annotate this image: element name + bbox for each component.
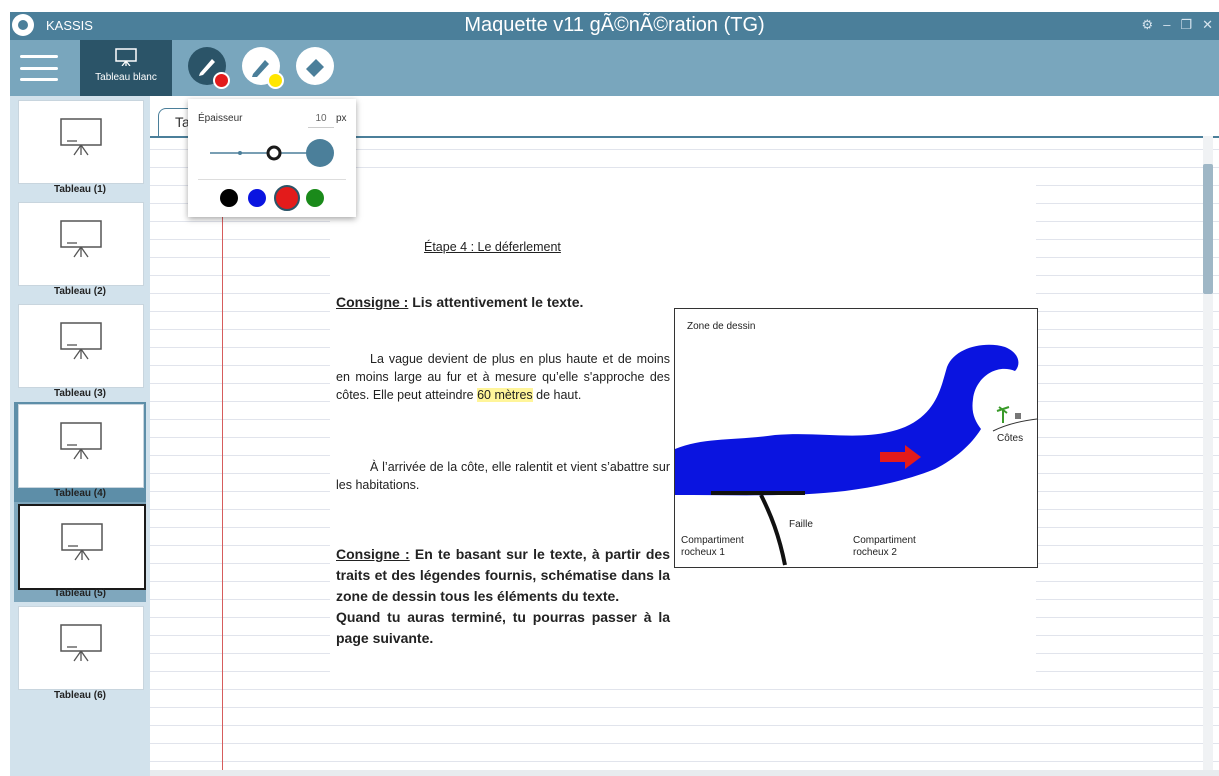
title-bar: KASSIS Maquette v11 gÃ©nÃ©ration (TG) ⚙ … [10, 12, 1219, 40]
consigne-label: Consigne : [336, 294, 409, 310]
board-thumbnail [18, 202, 144, 286]
arrow-drawing [880, 445, 921, 469]
color-swatch-blue[interactable] [248, 189, 266, 207]
compartment-2-label: Compartiment rocheux 2 [853, 535, 916, 559]
coast-line [992, 418, 1037, 432]
board-thumbnail [18, 404, 144, 488]
pen-icon [199, 59, 215, 76]
whiteboard-icon [60, 422, 102, 460]
thickness-unit: px [336, 113, 347, 124]
app-logo-icon [12, 14, 34, 36]
consigne-label: Consigne : [336, 546, 410, 562]
whiteboard-icon [60, 118, 102, 156]
sidebar-item-label: Tableau (1) [53, 184, 107, 195]
thickness-label: Épaisseur [198, 113, 243, 124]
minimize-icon[interactable]: – [1163, 17, 1171, 32]
consigne-text: Lis attentivement le texte. [408, 294, 584, 310]
compartment-2-line1: Compartiment [853, 535, 916, 546]
settings-icon[interactable]: ⚙ [1141, 17, 1154, 32]
drawing-zone-title: Zone de dessin [687, 321, 756, 332]
sidebar-item-label: Tableau (6) [53, 690, 107, 701]
pen-tool-button[interactable] [188, 47, 230, 89]
eraser-icon [306, 59, 324, 77]
board-thumbnail [18, 504, 146, 590]
vertical-scrollbar[interactable] [1203, 136, 1213, 776]
whiteboard-mode-button[interactable]: Tableau blanc [80, 40, 172, 96]
highlighter-color-dot [267, 72, 284, 89]
sidebar-item-label: Tableau (3) [53, 388, 107, 399]
pen-color-dot [213, 72, 230, 89]
color-swatch-green[interactable] [306, 189, 324, 207]
drawing-sketch [675, 344, 1037, 566]
sidebar-item-label: Tableau (4) [53, 488, 107, 499]
fault-label: Faille [789, 519, 813, 530]
whiteboard-icon [60, 624, 102, 662]
house-icon [1015, 413, 1021, 419]
app-name: KASSIS [46, 18, 93, 33]
compartment-2-line2: rocheux 2 [853, 547, 897, 558]
wave-drawing [675, 344, 1019, 496]
highlighted-text: 60 mètres [477, 388, 533, 402]
sidebar-item-tableau-6[interactable]: Tableau (6) [14, 604, 146, 704]
color-swatch-black[interactable] [220, 189, 238, 207]
worksheet-page: Étape 4 : Le déferlement Consigne : Lis … [330, 182, 1038, 688]
scrollbar-thumb[interactable] [1203, 164, 1213, 294]
thickness-input[interactable]: 10 [308, 111, 334, 128]
whiteboard-mode-label: Tableau blanc [95, 72, 157, 83]
window-controls: ⚙ – ❐ ✕ [1142, 17, 1213, 33]
step-title: Étape 4 : Le déferlement [424, 240, 561, 254]
paragraph-1: La vague devient de plus en plus haute e… [336, 350, 670, 404]
consigne-2: Consigne : En te basant sur le texte, à … [336, 544, 670, 649]
paragraph-1-end: de haut. [532, 388, 582, 402]
horizontal-scrollbar[interactable] [150, 770, 1219, 776]
whiteboard-icon [61, 523, 103, 561]
sidebar-item-tableau-3[interactable]: Tableau (3) [14, 302, 146, 402]
coast-label: Côtes [997, 433, 1024, 444]
toolbar: Tableau blanc [10, 40, 1219, 96]
thickness-slider[interactable] [188, 135, 356, 175]
compartment-1-line2: rocheux 1 [681, 547, 725, 558]
consigne-text: En te basant sur le texte, à partir des … [336, 546, 670, 604]
highlighter-icon [252, 60, 269, 77]
sidebar-item-label: Tableau (2) [53, 286, 107, 297]
paragraph-2: À l’arrivée de la côte, elle ralentit et… [336, 460, 670, 492]
compartment-1-label: Compartiment rocheux 1 [681, 535, 744, 559]
sidebar-item-tableau-1[interactable]: Tableau (1) [14, 98, 146, 198]
whiteboard-icon [115, 48, 137, 67]
whiteboard-icon [60, 322, 102, 360]
slider-handle[interactable] [266, 145, 282, 161]
sidebar-item-tableau-2[interactable]: Tableau (2) [14, 200, 146, 300]
menu-icon[interactable] [20, 55, 58, 81]
drawing-zone[interactable]: Zone de dessin Côtes Faille Compartiment… [674, 308, 1038, 568]
fault-line [759, 494, 787, 566]
board-sidebar: Tableau (1) Tableau (2) Tableau (3) Tabl… [10, 96, 150, 776]
consigne-final-line: Quand tu auras terminé, tu pourras passe… [336, 609, 670, 646]
close-icon[interactable]: ✕ [1202, 17, 1213, 32]
board-thumbnail [18, 606, 144, 690]
sidebar-item-tableau-4[interactable]: Tableau (4) [14, 402, 146, 502]
eraser-tool-button[interactable] [296, 47, 334, 85]
margin-line [222, 136, 223, 776]
highlighter-tool-button[interactable] [242, 47, 284, 89]
pen-settings-popup: Épaisseur 10 px [188, 99, 356, 217]
whiteboard-icon [60, 220, 102, 258]
paragraph-1-text: La vague devient de plus en plus haute e… [336, 352, 670, 402]
palm-tree-icon [996, 406, 1010, 423]
window-title: Maquette v11 gÃ©nÃ©ration (TG) [464, 14, 765, 36]
color-swatch-red-selected[interactable] [274, 185, 300, 211]
board-thumbnail [18, 304, 144, 388]
sidebar-item-tableau-5[interactable]: Tableau (5) [14, 502, 146, 602]
board-thumbnail [18, 100, 144, 184]
divider [198, 179, 346, 180]
restore-icon[interactable]: ❐ [1180, 17, 1193, 32]
consigne-1: Consigne : Lis attentivement le texte. [336, 294, 583, 310]
sidebar-item-label: Tableau (5) [53, 588, 107, 599]
compartment-1-line1: Compartiment [681, 535, 744, 546]
